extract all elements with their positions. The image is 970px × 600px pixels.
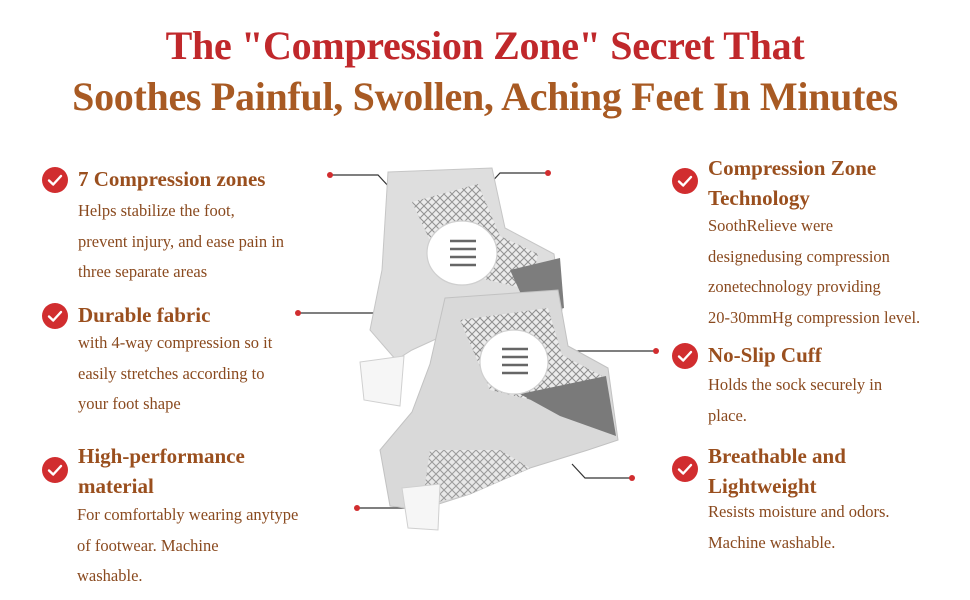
callout-dot bbox=[354, 505, 360, 511]
check-circle-icon bbox=[42, 167, 68, 193]
compression-pad bbox=[479, 329, 549, 395]
feature-title: Compression Zone Technology bbox=[708, 156, 877, 210]
check-circle-icon bbox=[42, 457, 68, 483]
sock-front bbox=[359, 289, 619, 531]
sock-toe-band bbox=[359, 355, 405, 407]
check-circle-icon bbox=[42, 303, 68, 329]
feature-title: Durable fabric bbox=[78, 303, 211, 327]
feature-title: 7 Compression zones bbox=[78, 167, 266, 191]
feature-description: Resists moisture and odors. Machine wash… bbox=[708, 502, 890, 552]
callout-dot bbox=[545, 170, 551, 176]
compression-sock-illustration bbox=[359, 167, 619, 531]
callout-dot bbox=[629, 475, 635, 481]
check-circle-icon bbox=[672, 168, 698, 194]
callout-dot bbox=[295, 310, 301, 316]
headline-line-2: Soothes Painful, Swollen, Aching Feet In… bbox=[72, 74, 898, 119]
sock-heel-pad bbox=[520, 376, 616, 436]
callout-dot bbox=[653, 348, 659, 354]
check-circle-icon bbox=[672, 343, 698, 369]
feature-description: SoothRelieve were designedusing compress… bbox=[708, 216, 921, 327]
feature-description: Holds the sock securely in place. bbox=[708, 375, 883, 425]
callout-dot bbox=[327, 172, 333, 178]
feature-title: Breathable and Lightweight bbox=[708, 444, 846, 498]
callout-line-breathable bbox=[571, 463, 632, 479]
feature-description: For comfortably wearing anytype of footw… bbox=[77, 505, 299, 585]
feature-description: with 4-way compression so it easily stre… bbox=[78, 333, 273, 413]
feature-title: No-Slip Cuff bbox=[708, 343, 822, 367]
sock-toe-band bbox=[401, 483, 441, 531]
feature-title: High-performance material bbox=[78, 444, 245, 498]
compression-pad bbox=[426, 220, 498, 286]
check-circle-icon bbox=[672, 456, 698, 482]
headline-line-1: The "Compression Zone" Secret That bbox=[165, 23, 805, 68]
feature-description: Helps stabilize the foot, prevent injury… bbox=[78, 201, 285, 281]
